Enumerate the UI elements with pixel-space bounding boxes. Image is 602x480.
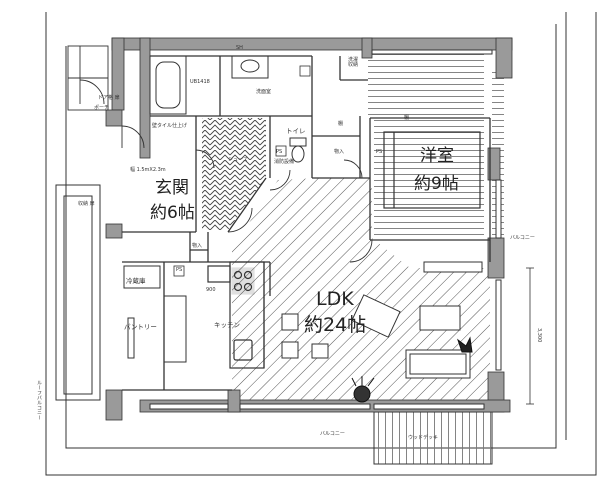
western-name-label: 洋室 [420,146,454,166]
dim-3300-label: 3,300 [536,328,542,343]
bathtub [149,55,187,115]
doors [67,45,373,263]
ldk-name-label: LDK [316,288,354,310]
storage-label: 物入 [334,149,345,155]
shoes-label: シューズ [228,157,248,163]
closet2-label: 棚 [404,115,410,121]
shafts [173,65,311,277]
storage-door-label: 収納 扉 [78,201,95,207]
door-small-label: ドア格 扉 [98,95,120,101]
ldk-furniture [281,261,483,379]
balcony-top-label: バルコニー [510,235,535,241]
bed [383,131,481,209]
kitchen-counter [207,261,265,369]
bath-label: UB1418 [190,79,210,85]
dim-900-label: 900 [206,287,216,293]
windows [149,49,502,410]
entrance-size-label: 約6帖 [150,203,195,223]
toilet-label: トイレ [286,127,306,135]
wood-deck-hatch [373,411,493,465]
ldk-size-label: 約24帖 [304,314,367,336]
porch-label: ポーチ [94,105,110,111]
storage2-label: 物入 [192,243,203,249]
western-size-label: 約9帖 [414,174,459,194]
fire-label: 消防設備 [274,159,295,165]
linen-label: 洗濯 収納 [348,57,359,68]
roof-balcony-label: ルーフバルコニー [36,380,42,420]
wood-deck-label: ウッドデッキ [408,435,439,441]
toilet-fixture [289,137,307,163]
fridge-label: 冷蔵庫 [126,277,146,285]
ps1-label: PS [176,267,183,273]
washbasin [231,55,269,79]
plant-icon [351,336,473,403]
ps3-label: PS [376,149,383,155]
wall-tile-label: 壁タイル仕上げ [152,123,188,129]
western-floor [374,120,484,240]
entrance-name-label: 玄関 [155,178,189,198]
outer-lines [45,12,597,476]
dimension-line [526,267,534,405]
sh-label: SH [236,45,243,51]
entrance-floor [202,118,266,230]
entrance-note-label: 幅 1.5mX2.3m [130,167,166,173]
balcony-bottom-label: バルコニー [320,431,345,437]
ps2-label: PS [276,149,283,155]
pantry-shelf [123,265,187,363]
closet-label: 棚 [338,121,344,127]
pantry-label: パントリー [124,323,157,331]
washroom-label: 洗面室 [256,89,272,95]
kitchen-label: キッチン [214,321,240,329]
top-balcony-hatch [368,54,484,118]
